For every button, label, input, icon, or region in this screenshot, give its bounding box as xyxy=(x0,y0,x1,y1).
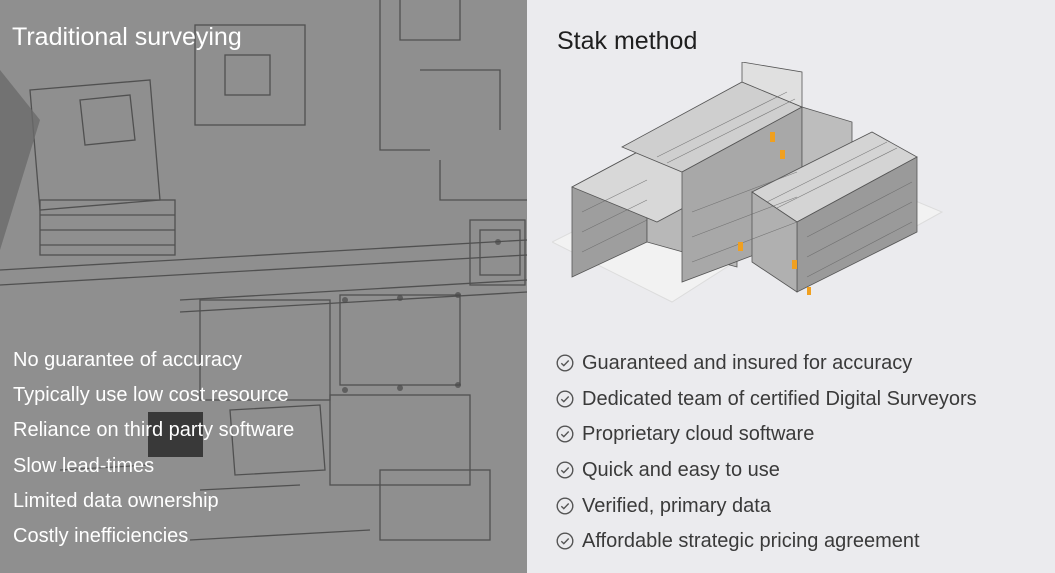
check-circle-icon xyxy=(556,354,574,372)
list-item-label: Dedicated team of certified Digital Surv… xyxy=(582,387,977,410)
list-item: Slow lead-times xyxy=(13,454,155,477)
list-item-label: Quick and easy to use xyxy=(582,458,780,481)
stak-method-title: Stak method xyxy=(557,27,698,55)
list-item: Proprietary cloud software xyxy=(556,416,977,452)
list-item: No guarantee of accuracy xyxy=(13,349,243,371)
list-item-label: Verified, primary data xyxy=(582,494,771,517)
list-item: Affordable strategic pricing agreement xyxy=(556,523,977,559)
building-3d-model-image xyxy=(552,62,944,303)
check-circle-icon xyxy=(556,497,574,515)
list-item-label: Proprietary cloud software xyxy=(582,423,815,446)
traditional-surveying-panel: Traditional surveying No guarantee of ac… xyxy=(0,0,527,573)
traditional-surveying-list: No guarantee of accuracy Typically use l… xyxy=(13,345,294,556)
list-item: Verified, primary data xyxy=(556,488,977,524)
list-item: Dedicated team of certified Digital Surv… xyxy=(556,381,977,417)
list-item: Limited data ownership xyxy=(13,489,219,512)
list-item-label: Guaranteed and insured for accuracy xyxy=(582,351,913,374)
check-circle-icon xyxy=(556,461,574,479)
stak-method-panel: Stak method xyxy=(527,0,1055,573)
list-item-label: Affordable strategic pricing agreement xyxy=(582,530,920,553)
list-item: Reliance on third party software xyxy=(13,419,295,442)
list-item: Typically use low cost resource xyxy=(13,384,289,407)
blueprint-background-image xyxy=(0,0,527,573)
list-item: Guaranteed and insured for accuracy xyxy=(556,345,977,381)
check-circle-icon xyxy=(556,532,574,550)
check-circle-icon xyxy=(556,425,574,443)
stak-method-list: Guaranteed and insured for accuracy Dedi… xyxy=(556,345,977,559)
list-item: Quick and easy to use xyxy=(556,452,977,488)
traditional-surveying-title: Traditional surveying xyxy=(12,23,242,51)
list-item: Costly inefficiencies xyxy=(13,524,189,547)
check-circle-icon xyxy=(556,390,574,408)
